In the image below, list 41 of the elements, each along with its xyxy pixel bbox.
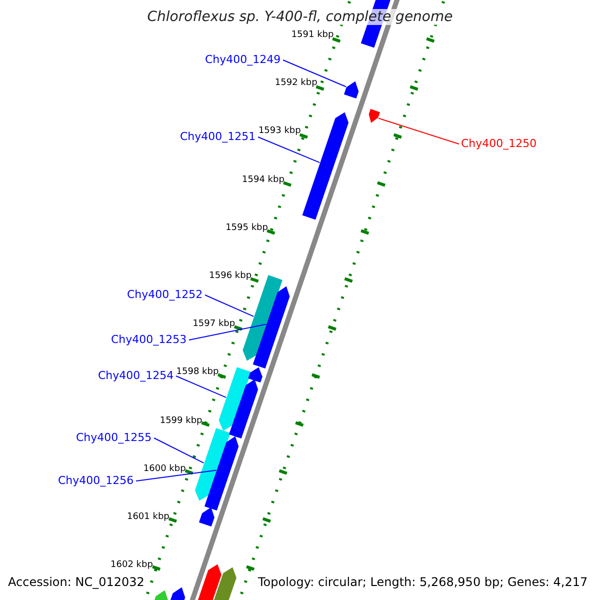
- scale-label: 1592 kbp: [274, 78, 318, 88]
- gene-marker: [218, 367, 252, 431]
- info-text: Accession: NC_012032: [8, 575, 144, 589]
- gene-label: Chy400_1255: [76, 431, 152, 444]
- gene-label: Chy400_1251: [180, 130, 256, 143]
- gene-label: Chy400_1249: [205, 53, 281, 66]
- leader-line: [282, 60, 347, 88]
- leader-line: [204, 294, 254, 317]
- title: Chloroflexus sp. Y-400-fl, complete genome: [146, 9, 454, 25]
- gene-marker: [344, 81, 359, 99]
- scale-label: 1593 kbp: [258, 126, 301, 136]
- scale-label: 1597 kbp: [192, 319, 236, 330]
- scale-label: 1599 kbp: [160, 416, 202, 426]
- scale-label: 1594 kbp: [242, 174, 284, 185]
- gene-label: Chy400_1253: [111, 333, 187, 346]
- leader-line: [154, 438, 204, 464]
- gene-marker: [198, 507, 214, 527]
- gene-label: Chy400_1252: [127, 288, 203, 301]
- scale-label: 1595 kbp: [226, 222, 268, 233]
- gene-label: Chy400_1250: [461, 137, 537, 150]
- scale-label: 1598 kbp: [176, 367, 219, 378]
- leader-line: [136, 470, 217, 482]
- scale-label: 1602 kbp: [110, 560, 153, 570]
- scale-label: 1596 kbp: [209, 271, 252, 281]
- gene-marker: [368, 108, 380, 123]
- gene-marker: [252, 286, 290, 369]
- leader-line: [378, 118, 460, 144]
- gene-label: Chy400_1254: [98, 369, 174, 382]
- leader-line: [176, 376, 227, 398]
- gene-marker: [302, 112, 349, 220]
- scale-label: 1601 kbp: [126, 512, 170, 522]
- leader-line: [188, 324, 267, 340]
- leader-line: [258, 136, 320, 164]
- info-text: Topology: circular; Length: 5,268,950 bp; Genes: 4,217: [258, 575, 588, 589]
- scale-label: 1600 kbp: [143, 464, 186, 474]
- gene-marker: [228, 379, 258, 439]
- scale-label: 1591 kbp: [291, 30, 334, 40]
- gene-marker: [248, 367, 262, 383]
- gene-marker: [194, 428, 230, 501]
- gene-label: Chy400_1256: [58, 474, 134, 487]
- gene-marker: [204, 436, 239, 511]
